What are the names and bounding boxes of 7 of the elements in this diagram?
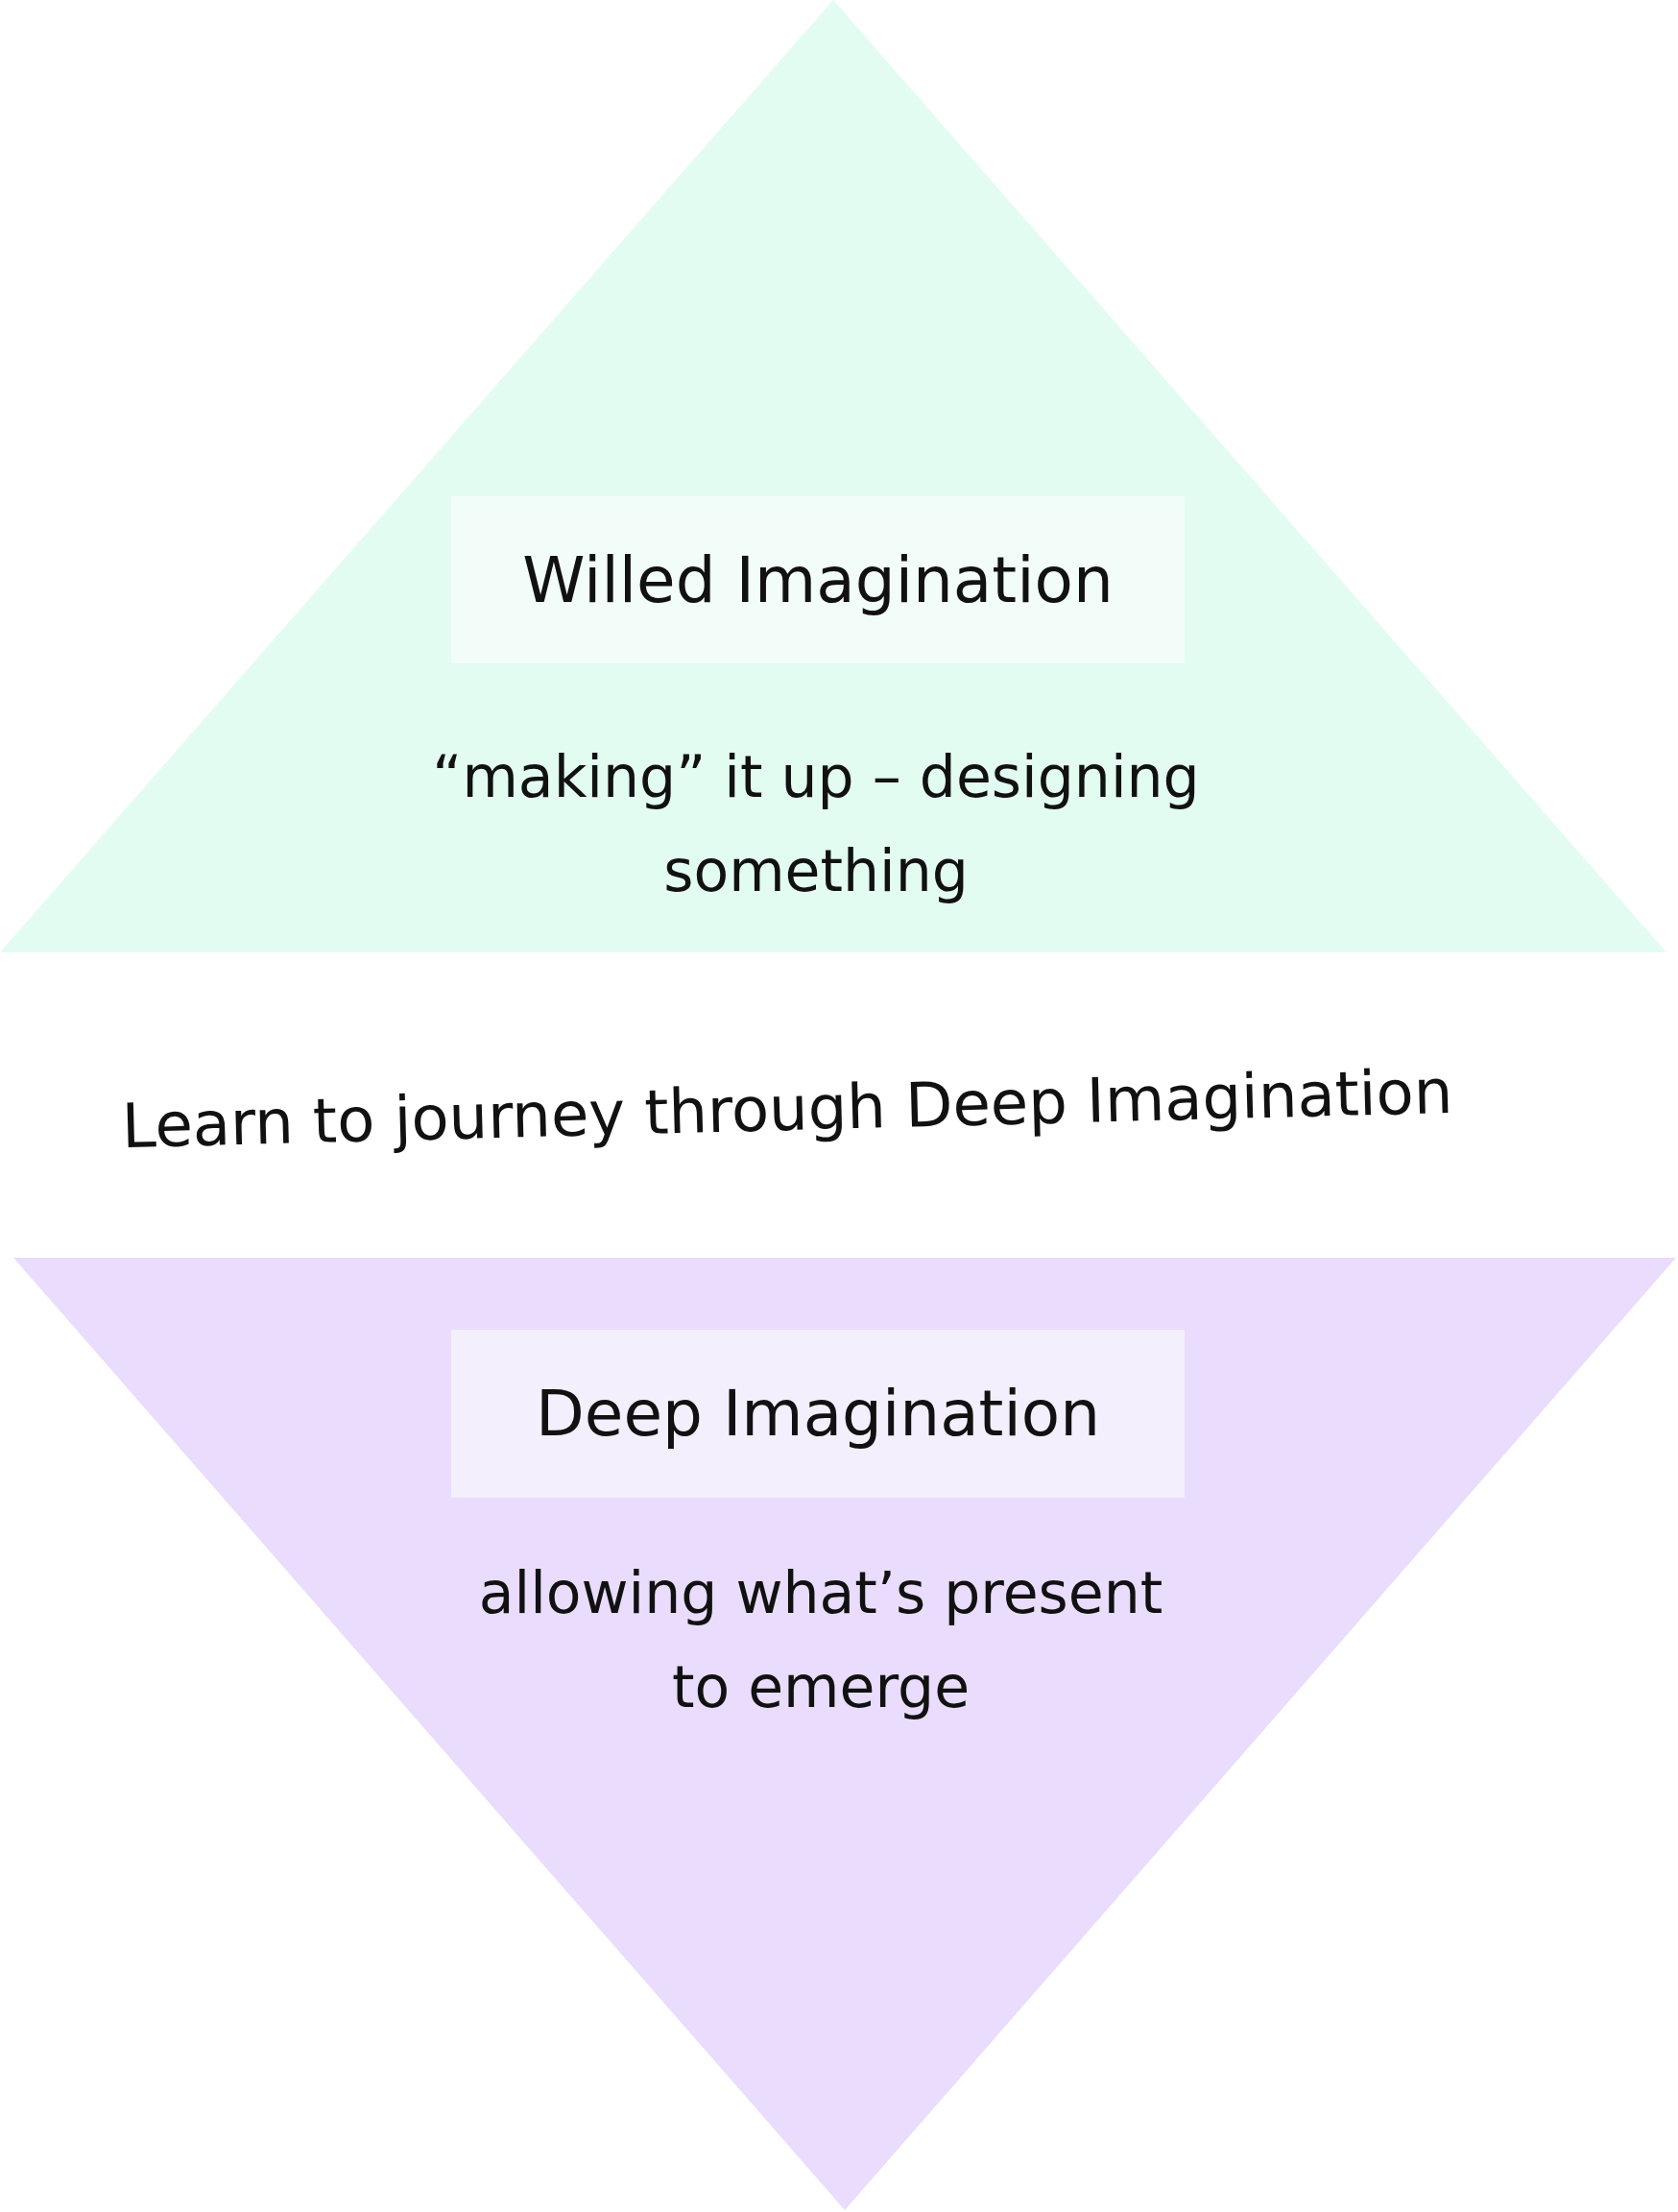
description-text: allowing what’s present to emerge xyxy=(477,1558,1164,1722)
triangle-panel xyxy=(13,1258,1676,2210)
heading-label: Willed Imagination xyxy=(451,496,1185,663)
triangle-panel xyxy=(0,0,1666,952)
description-text: “making” it up – designing something xyxy=(431,742,1201,906)
heading-label: Deep Imagination xyxy=(451,1330,1185,1498)
tagline-text: Learn to journey through Deep Imagination xyxy=(119,1054,1455,1165)
